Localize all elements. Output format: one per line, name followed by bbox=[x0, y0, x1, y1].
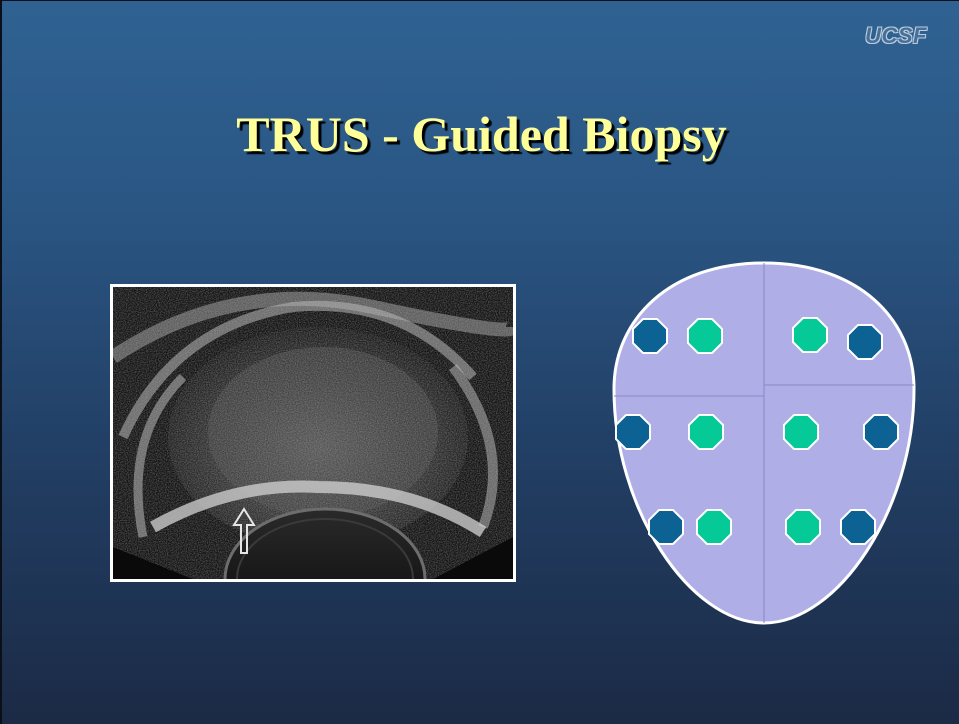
biopsy-core-marker bbox=[784, 415, 818, 449]
biopsy-core-marker bbox=[786, 510, 820, 544]
biopsy-core-marker bbox=[633, 319, 667, 353]
ucsf-logo: UCSF bbox=[865, 23, 927, 49]
biopsy-core-marker bbox=[689, 415, 723, 449]
biopsy-core-marker bbox=[793, 318, 827, 352]
trus-ultrasound-image bbox=[110, 284, 516, 582]
slide-title: TRUS - Guided Biopsy bbox=[2, 105, 959, 163]
biopsy-core-marker bbox=[649, 510, 683, 544]
biopsy-core-marker bbox=[864, 415, 898, 449]
biopsy-core-marker bbox=[697, 510, 731, 544]
biopsy-core-marker bbox=[688, 319, 722, 353]
biopsy-core-marker bbox=[841, 510, 875, 544]
biopsy-template-diagram bbox=[608, 259, 920, 634]
biopsy-core-marker bbox=[848, 325, 882, 359]
biopsy-core-marker bbox=[616, 415, 650, 449]
